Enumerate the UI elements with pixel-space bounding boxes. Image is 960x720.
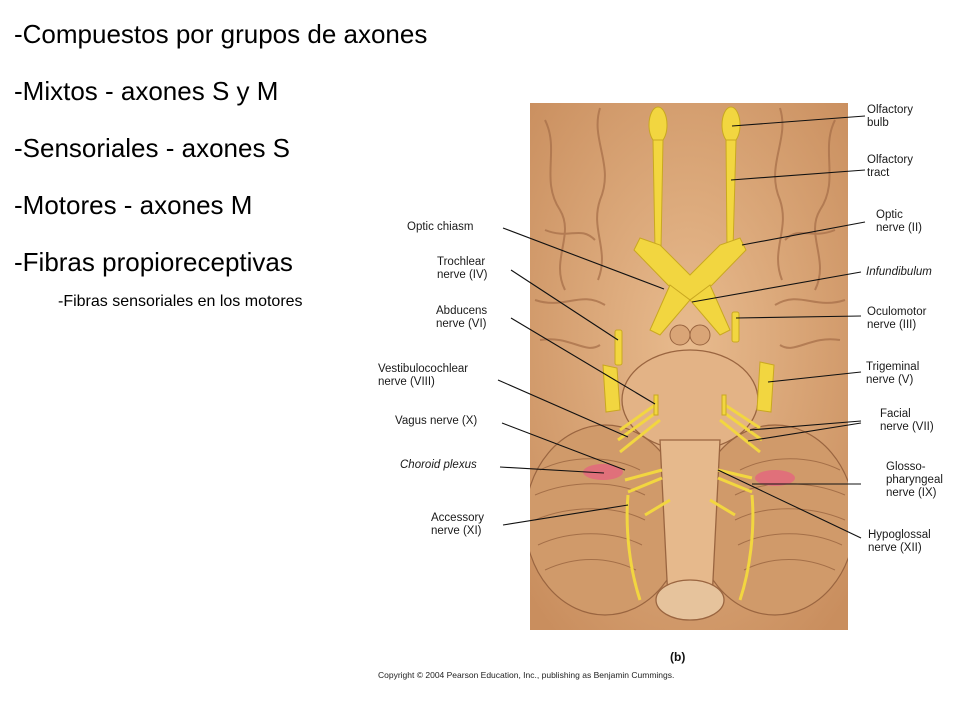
cerebellum-folia — [534, 458, 846, 571]
medulla — [659, 439, 721, 601]
label-left-0: Optic chiasm — [407, 221, 473, 233]
choroid-plexus-right — [755, 470, 795, 486]
choroid-plexus-left — [583, 464, 623, 480]
spinal-cord-section — [655, 579, 725, 621]
brain-illustration — [530, 103, 848, 630]
bullet-compuestos: -Compuestos por grupos de axones — [14, 19, 428, 49]
bullet-list: -Compuestos por grupos de axones -Mixtos… — [14, 6, 427, 291]
label-left-5: Choroid plexus — [400, 459, 477, 471]
cerebral-gyri — [534, 107, 846, 349]
bullet-motores: -Motores - axones M — [14, 190, 253, 220]
panel-tag: (b) — [670, 650, 685, 664]
leader-lines — [497, 115, 866, 539]
bullet-mixtos: -Mixtos - axones S y M — [14, 76, 279, 106]
copyright-notice: Copyright © 2004 Pearson Education, Inc.… — [378, 670, 674, 680]
label-right-3: Infundibulum — [866, 266, 932, 278]
label-left-4: Vagus nerve (X) — [395, 415, 477, 427]
nerves — [602, 106, 775, 601]
bullet-sensoriales: -Sensoriales - axones S — [14, 133, 291, 163]
bullet-fibras: -Fibras propioreceptivas — [14, 247, 293, 277]
subbullet-fibras-sensoriales: -Fibras sensoriales en los motores — [58, 293, 303, 310]
